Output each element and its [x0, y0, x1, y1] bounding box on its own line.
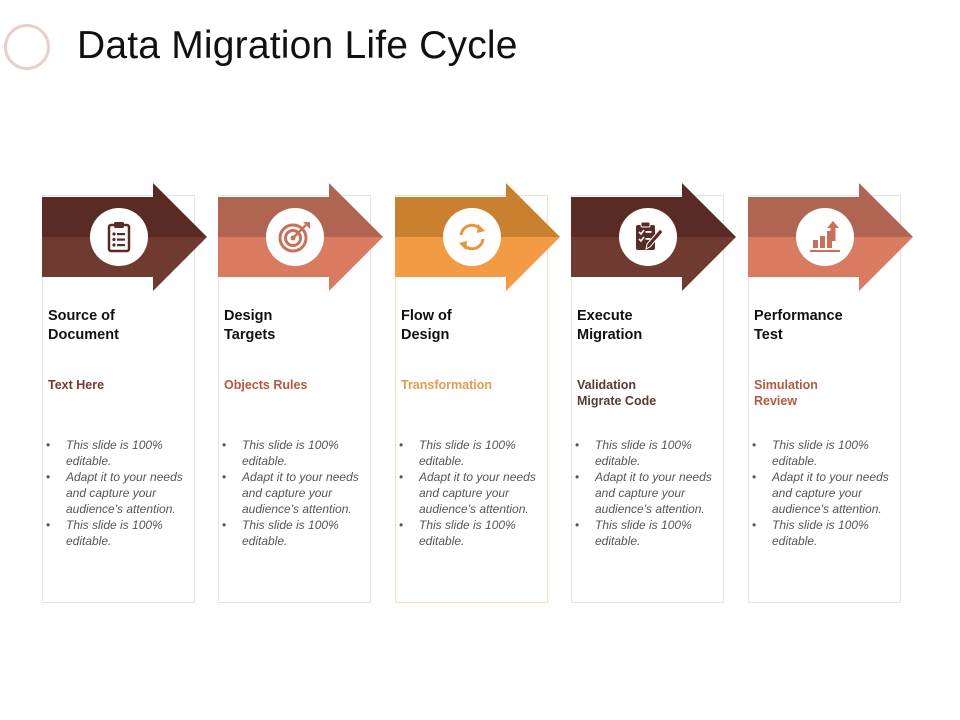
- bullet-item: This slide is 100% editable.: [46, 437, 186, 469]
- step-title: Performance Test: [754, 308, 843, 343]
- step-subtitle: Transformation: [401, 378, 492, 392]
- step-subtitle: Simulation Review: [754, 378, 818, 408]
- checklist-pen-icon: [636, 221, 664, 250]
- bullet-item: This slide is 100% editable.: [575, 517, 715, 549]
- icon-circle: [90, 208, 148, 266]
- step-subtitle: Objects Rules: [224, 378, 308, 392]
- step-title: Source of Document: [48, 308, 119, 343]
- bar-chart-growth-icon: [810, 221, 840, 252]
- step-title: Design Targets: [224, 308, 276, 343]
- icon-circle: [619, 208, 677, 266]
- step-flow-of-design: Flow of Design Transformation This slide…: [395, 183, 573, 605]
- bullet-item: Adapt it to your needs and capture your …: [575, 469, 715, 517]
- step-performance-test: Performance Test Simulation Review This …: [748, 183, 926, 605]
- icon-circle: [266, 208, 324, 266]
- step-design-targets: Design Targets Objects Rules This slide …: [218, 183, 396, 605]
- bullet-item: This slide is 100% editable.: [222, 517, 362, 549]
- refresh-icon: [459, 223, 485, 251]
- bullet-item: Adapt it to your needs and capture your …: [222, 469, 362, 517]
- icon-circle: [796, 208, 854, 266]
- icon-circle: [443, 208, 501, 266]
- bullet-item: Adapt it to your needs and capture your …: [46, 469, 186, 517]
- step-bullets: This slide is 100% editable. Adapt it to…: [575, 437, 715, 549]
- step-subtitle: Text Here: [48, 378, 105, 392]
- bullet-item: This slide is 100% editable.: [752, 437, 892, 469]
- step-bullets: This slide is 100% editable. Adapt it to…: [399, 437, 539, 549]
- step-execute-migration: Execute Migration Validation Migrate Cod…: [571, 183, 749, 605]
- step-title: Execute Migration: [577, 308, 643, 343]
- bullet-item: This slide is 100% editable.: [399, 437, 539, 469]
- clipboard-list-icon: [107, 222, 131, 253]
- bullet-item: Adapt it to your needs and capture your …: [399, 469, 539, 517]
- page-title: Data Migration Life Cycle: [77, 24, 518, 67]
- bullet-item: This slide is 100% editable.: [752, 517, 892, 549]
- step-source-of-document: Source of Document Text Here This slide …: [42, 183, 220, 605]
- step-bullets: This slide is 100% editable. Adapt it to…: [46, 437, 186, 549]
- step-bullets: This slide is 100% editable. Adapt it to…: [752, 437, 892, 549]
- step-subtitle: Validation Migrate Code: [577, 378, 657, 408]
- bullet-item: This slide is 100% editable.: [399, 517, 539, 549]
- title-decoration-ring: [4, 24, 50, 70]
- bullet-item: Adapt it to your needs and capture your …: [752, 469, 892, 517]
- step-title: Flow of Design: [401, 308, 452, 343]
- step-bullets: This slide is 100% editable. Adapt it to…: [222, 437, 362, 549]
- target-icon: [278, 222, 310, 253]
- bullet-item: This slide is 100% editable.: [46, 517, 186, 549]
- bullet-item: This slide is 100% editable.: [575, 437, 715, 469]
- bullet-item: This slide is 100% editable.: [222, 437, 362, 469]
